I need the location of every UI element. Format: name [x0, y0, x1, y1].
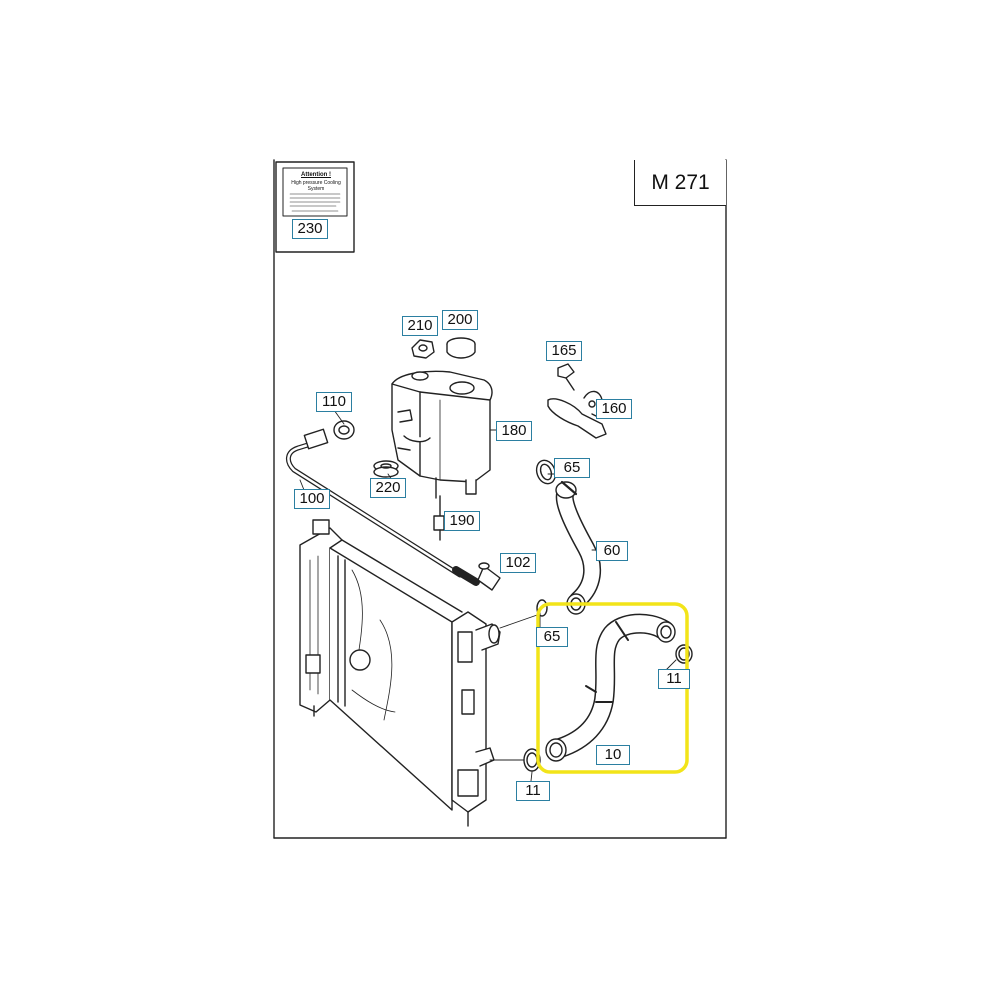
o-ring-11-right: [675, 644, 693, 664]
callout-102: 102: [500, 553, 536, 573]
callout-60: 60: [596, 541, 628, 561]
warning-label-subtitle: High pressure Cooling System: [291, 180, 341, 192]
page-frame: [273, 159, 727, 839]
callout-65-upper: 65: [554, 458, 590, 478]
rubber-grommet: [373, 460, 399, 478]
callout-180: 180: [496, 421, 532, 441]
upper-coolant-hose: [555, 480, 602, 615]
hose-clip: [333, 420, 355, 440]
radiator: [299, 519, 501, 827]
callout-200: 200: [442, 310, 478, 330]
callout-190: 190: [444, 511, 480, 531]
hose-connector: [477, 562, 501, 591]
expansion-tank: [391, 370, 493, 499]
lower-coolant-hose: [545, 613, 676, 762]
callout-165: 165: [546, 341, 582, 361]
tank-cap-and-nut: [411, 337, 476, 359]
callout-11-right: 11: [658, 669, 690, 689]
callout-10: 10: [596, 745, 630, 765]
model-code: M 271: [634, 160, 726, 206]
warning-label-title: Attention !: [301, 172, 331, 178]
callout-100: 100: [294, 489, 330, 509]
callout-210: 210: [402, 316, 438, 336]
bleed-hose: [286, 428, 480, 586]
callout-220: 220: [370, 478, 406, 498]
level-sensor: [433, 495, 445, 541]
callout-230: 230: [292, 219, 328, 239]
callout-160: 160: [596, 399, 632, 419]
callout-65-lower: 65: [536, 627, 568, 647]
warning-label-box: [275, 161, 355, 253]
callout-11-left: 11: [516, 781, 550, 801]
callout-110: 110: [316, 392, 352, 412]
